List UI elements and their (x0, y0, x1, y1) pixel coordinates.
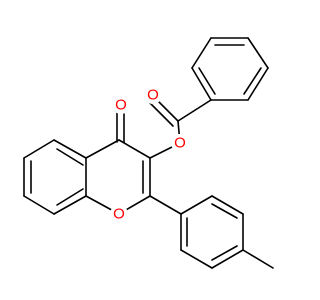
bond (56, 188, 84, 206)
bond (242, 249, 274, 269)
bond (53, 195, 87, 215)
bond (211, 249, 244, 269)
bond (247, 67, 269, 101)
bond (180, 249, 213, 269)
bond (149, 102, 174, 127)
bond (247, 37, 269, 69)
atom-label-layer: O O O O (110, 86, 189, 223)
bond-layer (23, 37, 274, 269)
molecule-structure: O O O O (23, 37, 274, 269)
bond (211, 195, 244, 215)
bond (23, 195, 55, 215)
ring-oxygen: O (110, 205, 128, 223)
bond (180, 195, 213, 215)
bond (53, 139, 87, 159)
bond (191, 37, 212, 69)
ring-oxygen-mask (110, 205, 128, 223)
bond (23, 139, 55, 159)
carbonyl-oxygen-mask (144, 86, 162, 104)
carbonyl-oxygen-label: O (147, 87, 159, 104)
bond (85, 139, 120, 159)
bond (211, 245, 238, 261)
ester-oxygen-mask (171, 134, 189, 152)
ketone-oxygen: O (112, 96, 130, 114)
bond (118, 139, 151, 159)
ketone-oxygen-mask (112, 96, 130, 114)
ring-oxygen-label: O (113, 206, 125, 223)
ester-oxygen-label: O (174, 135, 186, 152)
bond (243, 67, 262, 95)
bond (211, 203, 238, 219)
bond (198, 67, 216, 95)
bond (56, 148, 84, 166)
bond (191, 67, 212, 101)
bond (177, 99, 212, 122)
bond (149, 195, 182, 215)
carbonyl-oxygen: O (144, 86, 162, 104)
ketone-oxygen-label: O (115, 97, 127, 114)
ester-oxygen: O (171, 134, 189, 152)
